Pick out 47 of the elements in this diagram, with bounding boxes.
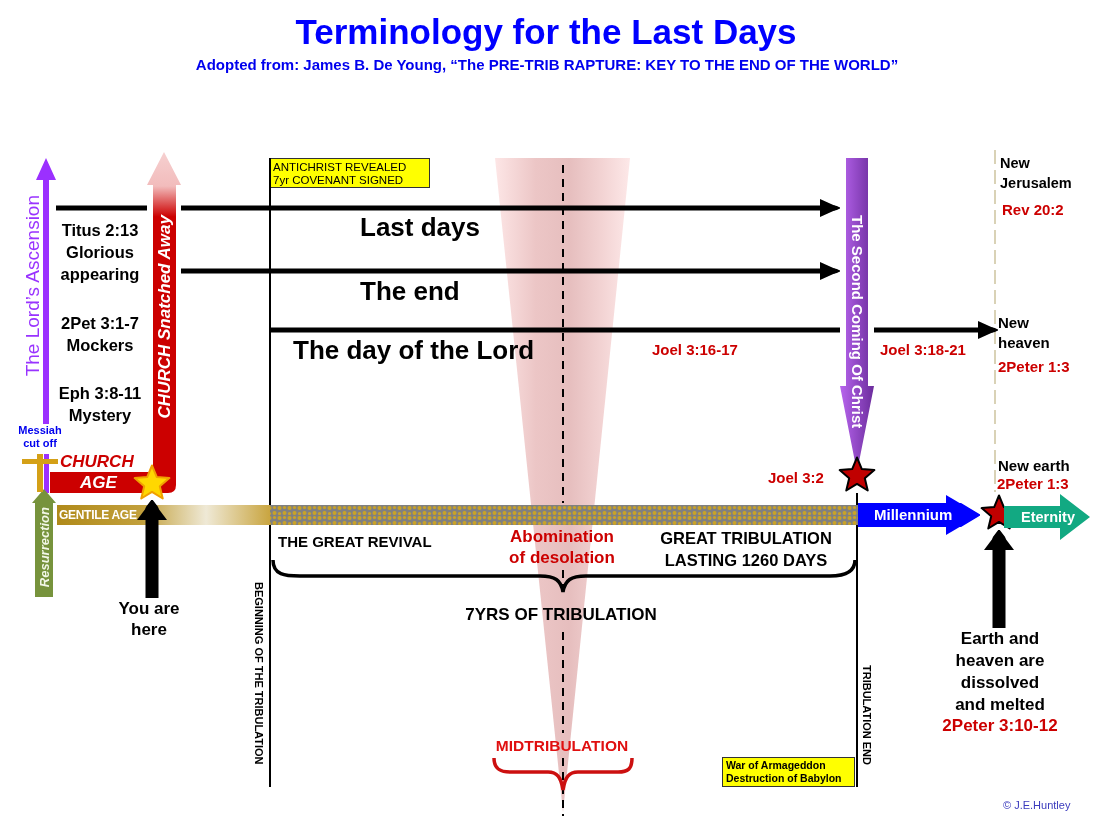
- arrow: [874, 321, 998, 339]
- note-text: ANTICHRIST REVEALED 7yr COVENANT SIGNED: [273, 161, 408, 187]
- scripture-reference: 2Peter 3:10-12: [941, 716, 1059, 736]
- term-label: New earth: [998, 457, 1070, 475]
- copyright-text: © J.E.Huntley: [1003, 798, 1071, 812]
- bar-label: CHURCH: [60, 452, 134, 472]
- arrow: [137, 500, 167, 598]
- vertical-label: BEGINNING OF THE TRIBULATION: [252, 582, 265, 765]
- scripture-note: Titus 2:13 Glorious appearing: [59, 220, 141, 285]
- caption-text: Earth and heaven are dissolved and melted: [954, 628, 1046, 716]
- scripture-reference: 2Peter 1:3: [998, 357, 1070, 377]
- timeline-label: Messiah cut off: [17, 424, 63, 450]
- scripture-reference: Joel 3:18-21: [880, 340, 966, 360]
- arrow-label: The Second Coming Of Christ: [849, 215, 865, 429]
- scripture-note: 2Pet 3:1-7 Mockers: [60, 313, 140, 356]
- band-label: GENTILE AGE: [59, 507, 137, 523]
- scripture-note: Eph 3:8-11 Mystery: [57, 383, 143, 426]
- term-label: New Jerusalem: [1000, 154, 1073, 193]
- timeline-label: THE GREAT REVIVAL: [278, 532, 432, 552]
- edge-label: Last days: [360, 212, 480, 242]
- title: Terminology for the Last Days: [295, 12, 797, 52]
- bar-label: AGE: [80, 473, 117, 493]
- timeline-label: MIDTRIBULATION: [495, 736, 629, 755]
- arrow-label: CHURCH Snatched Away: [156, 215, 173, 419]
- arrow: [181, 262, 840, 280]
- scripture-reference: 2Peter 1:3: [997, 475, 1069, 493]
- arrow-label: The Lord’s Ascension: [24, 195, 42, 377]
- edge-label: The day of the Lord: [293, 335, 535, 365]
- arrow-label: Eternity: [1021, 508, 1075, 526]
- timeline-label: GREAT TRIBULATION LASTING 1260 DAYS: [659, 528, 833, 571]
- edge-label: The end: [360, 276, 460, 306]
- arrow: [984, 530, 1014, 628]
- arrow-label: Resurrection: [37, 507, 51, 588]
- timeline-label: Abomination of desolation: [508, 526, 616, 568]
- note-box: [270, 158, 430, 188]
- note-text: War of Armageddon Destruction of Babylon: [726, 759, 843, 785]
- pointer-caption: You are here: [117, 598, 181, 640]
- note-box: [722, 757, 855, 787]
- arrow: [858, 495, 980, 535]
- term-label: New heaven: [998, 313, 1051, 353]
- arrow: [181, 199, 840, 217]
- scripture-reference: Rev 20:2: [1002, 200, 1064, 220]
- vertical-label: TRIBULATION END: [860, 665, 873, 765]
- scripture-reference: Joel 3:2: [768, 468, 824, 488]
- subtitle: Adopted from: James B. De Young, “The PRE-TRIB RAPTURE: KEY TO THE END OF THE WORLD”: [195, 56, 899, 74]
- timeline-label: 7YRS OF TRIBULATION: [465, 604, 657, 626]
- scripture-reference: Joel 3:16-17: [652, 340, 738, 360]
